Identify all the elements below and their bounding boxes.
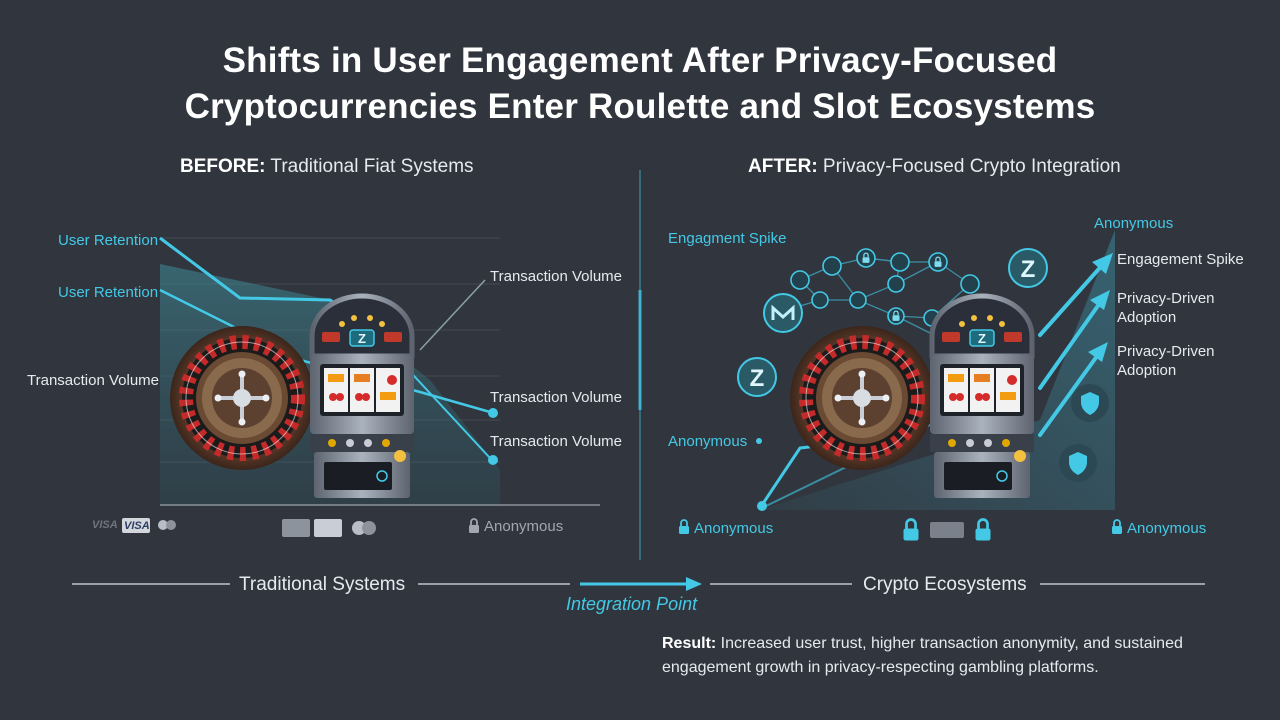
label-engagement-spike-left: Engagment Spike	[668, 230, 787, 247]
label-transaction-volume-low: Transaction Volume	[490, 433, 623, 450]
label-privacy-adoption-1: Privacy-Driven Adoption	[1117, 290, 1215, 326]
result-summary: Result: Increased user trust, higher tra…	[662, 635, 1183, 676]
title-line-1: Shifts in User Engagement After Privacy-…	[222, 41, 1058, 80]
after-heading: AFTER: Privacy-Focused Crypto Integratio…	[748, 156, 1121, 177]
label-transaction-volume-mid: Transaction Volume	[490, 389, 623, 406]
timeline-integration-point: Integration Point	[566, 594, 698, 614]
visa-logo: VISA	[124, 520, 150, 532]
fiat-payment-icons	[122, 518, 480, 537]
monero-coin-icon	[763, 293, 803, 333]
shield-icon	[1059, 384, 1109, 482]
label-anonymous-before: Anonymous	[484, 518, 564, 535]
timeline-crypto-ecosystems: Crypto Ecosystems	[863, 574, 1027, 595]
svg-text:Z: Z	[1021, 256, 1036, 283]
page-title: Shifts in User Engagement After Privacy-…	[0, 38, 1280, 130]
title-line-2: Cryptocurrencies Enter Roulette and Slot…	[184, 87, 1096, 126]
timeline	[72, 577, 1205, 591]
after-chart-area: Z Z	[737, 230, 1115, 511]
label-engagement-spike-right: Engagement Spike	[1117, 251, 1244, 268]
label-anonymous-top: Anonymous	[1094, 215, 1174, 232]
label-anonymous-mid: Anonymous	[668, 433, 748, 450]
zcash-coin-icon: Z Z	[737, 248, 1048, 397]
timeline-traditional-systems: Traditional Systems	[239, 574, 406, 595]
svg-text:Z: Z	[750, 365, 765, 392]
label-anonymous-bottom-right: Anonymous	[1127, 520, 1207, 537]
label-user-retention-1: User Retention	[58, 232, 159, 249]
label-anonymous-bottom-left: Anonymous	[694, 520, 774, 537]
before-chart-area	[159, 236, 600, 506]
label-privacy-adoption-2: Privacy-Driven Adoption	[1117, 343, 1215, 379]
label-transaction-volume-top: Transaction Volume	[490, 268, 623, 285]
visa-logo-faded: VISA	[92, 519, 118, 531]
label-transaction-volume-left: Transaction Volume	[27, 372, 160, 389]
before-heading: BEFORE: Traditional Fiat Systems	[180, 156, 474, 177]
crypto-bottom-icons	[678, 518, 1123, 542]
label-user-retention-2: User Retention	[58, 284, 159, 301]
